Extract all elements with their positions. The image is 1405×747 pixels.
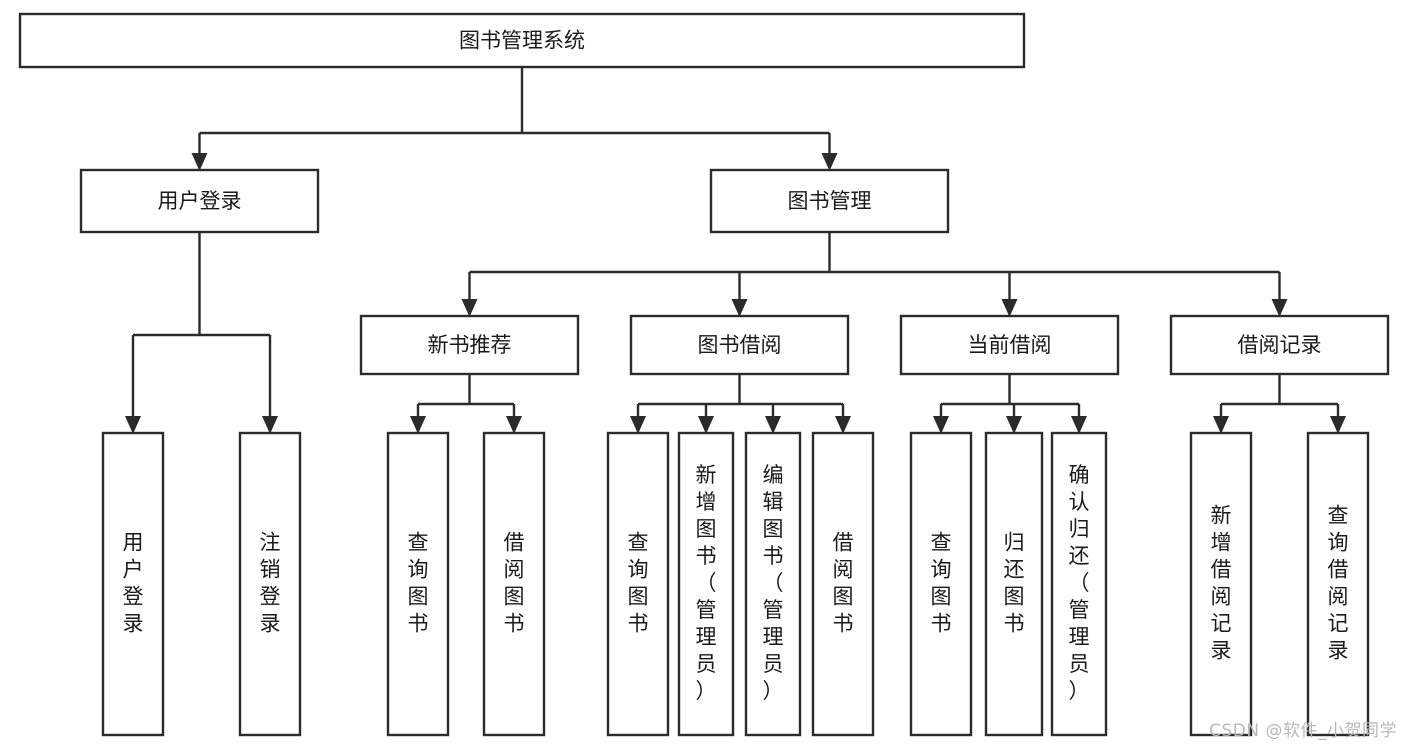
- node-label: 图书管理: [788, 189, 872, 213]
- node-label: 归还图书: [1004, 531, 1025, 636]
- node-label: 图书管理系统: [459, 29, 585, 53]
- edge-group-user-login: [125, 232, 278, 434]
- node-leaf-add-book-admin[interactable]: 新增图书（管理员）: [677, 431, 735, 737]
- node-current-borrow[interactable]: 当前借阅: [899, 314, 1120, 376]
- edge-group-current-borrow: [933, 374, 1087, 434]
- node-leaf-query-borrow-record[interactable]: 查询借阅记录: [1306, 431, 1370, 737]
- node-label: 注销登录: [260, 531, 281, 636]
- node-label: 查询图书: [628, 531, 649, 636]
- node-new-book-recommend[interactable]: 新书推荐: [359, 314, 580, 376]
- node-label: 查询图书: [931, 531, 952, 636]
- edge-group-root: [191, 67, 838, 171]
- nodes-layer: 图书管理系统用户登录图书管理新书推荐图书借阅当前借阅借阅记录用户登录注销登录查询…: [18, 12, 1390, 737]
- edges-layer: [125, 67, 1346, 434]
- node-label: 用户登录: [158, 189, 242, 213]
- node-leaf-edit-book-admin[interactable]: 编辑图书（管理员）: [744, 431, 802, 737]
- edge-group-book-borrow: [630, 374, 851, 434]
- edge-group-borrow-record: [1213, 374, 1346, 434]
- node-leaf-logout[interactable]: 注销登录: [238, 431, 302, 737]
- node-leaf-borrow-book-1[interactable]: 借阅图书: [482, 431, 546, 737]
- node-leaf-confirm-return-admin[interactable]: 确认归还（管理员）: [1050, 431, 1108, 737]
- node-label: 图书借阅: [698, 333, 782, 357]
- edge-group-book-manage: [461, 232, 1288, 317]
- node-leaf-borrow-book-2[interactable]: 借阅图书: [811, 431, 875, 737]
- node-leaf-query-book-3[interactable]: 查询图书: [909, 431, 973, 737]
- edge-group-new-book-recommend: [410, 374, 522, 434]
- node-label: 借阅图书: [833, 531, 854, 636]
- node-label: 新增借阅记录: [1211, 504, 1232, 663]
- node-borrow-record[interactable]: 借阅记录: [1169, 314, 1390, 376]
- node-label: 用户登录: [123, 531, 144, 636]
- node-label: 当前借阅: [968, 333, 1052, 357]
- node-leaf-query-book-1[interactable]: 查询图书: [386, 431, 450, 737]
- node-root[interactable]: 图书管理系统: [18, 12, 1026, 69]
- node-label: 新增图书（管理员）: [696, 463, 717, 703]
- node-label: 确认归还（管理员）: [1069, 463, 1090, 703]
- node-leaf-add-borrow-record[interactable]: 新增借阅记录: [1189, 431, 1253, 737]
- node-user-login[interactable]: 用户登录: [79, 168, 320, 234]
- node-label: 编辑图书（管理员）: [763, 463, 784, 703]
- node-label: 新书推荐: [428, 333, 512, 357]
- node-leaf-user-login[interactable]: 用户登录: [101, 431, 165, 737]
- node-label: 借阅记录: [1238, 333, 1322, 357]
- node-label: 查询借阅记录: [1328, 504, 1349, 663]
- node-leaf-query-book-2[interactable]: 查询图书: [606, 431, 670, 737]
- node-leaf-return-book[interactable]: 归还图书: [984, 431, 1044, 737]
- node-book-manage[interactable]: 图书管理: [709, 168, 950, 234]
- node-book-borrow[interactable]: 图书借阅: [629, 314, 850, 376]
- node-label: 借阅图书: [504, 531, 525, 636]
- node-label: 查询图书: [408, 531, 429, 636]
